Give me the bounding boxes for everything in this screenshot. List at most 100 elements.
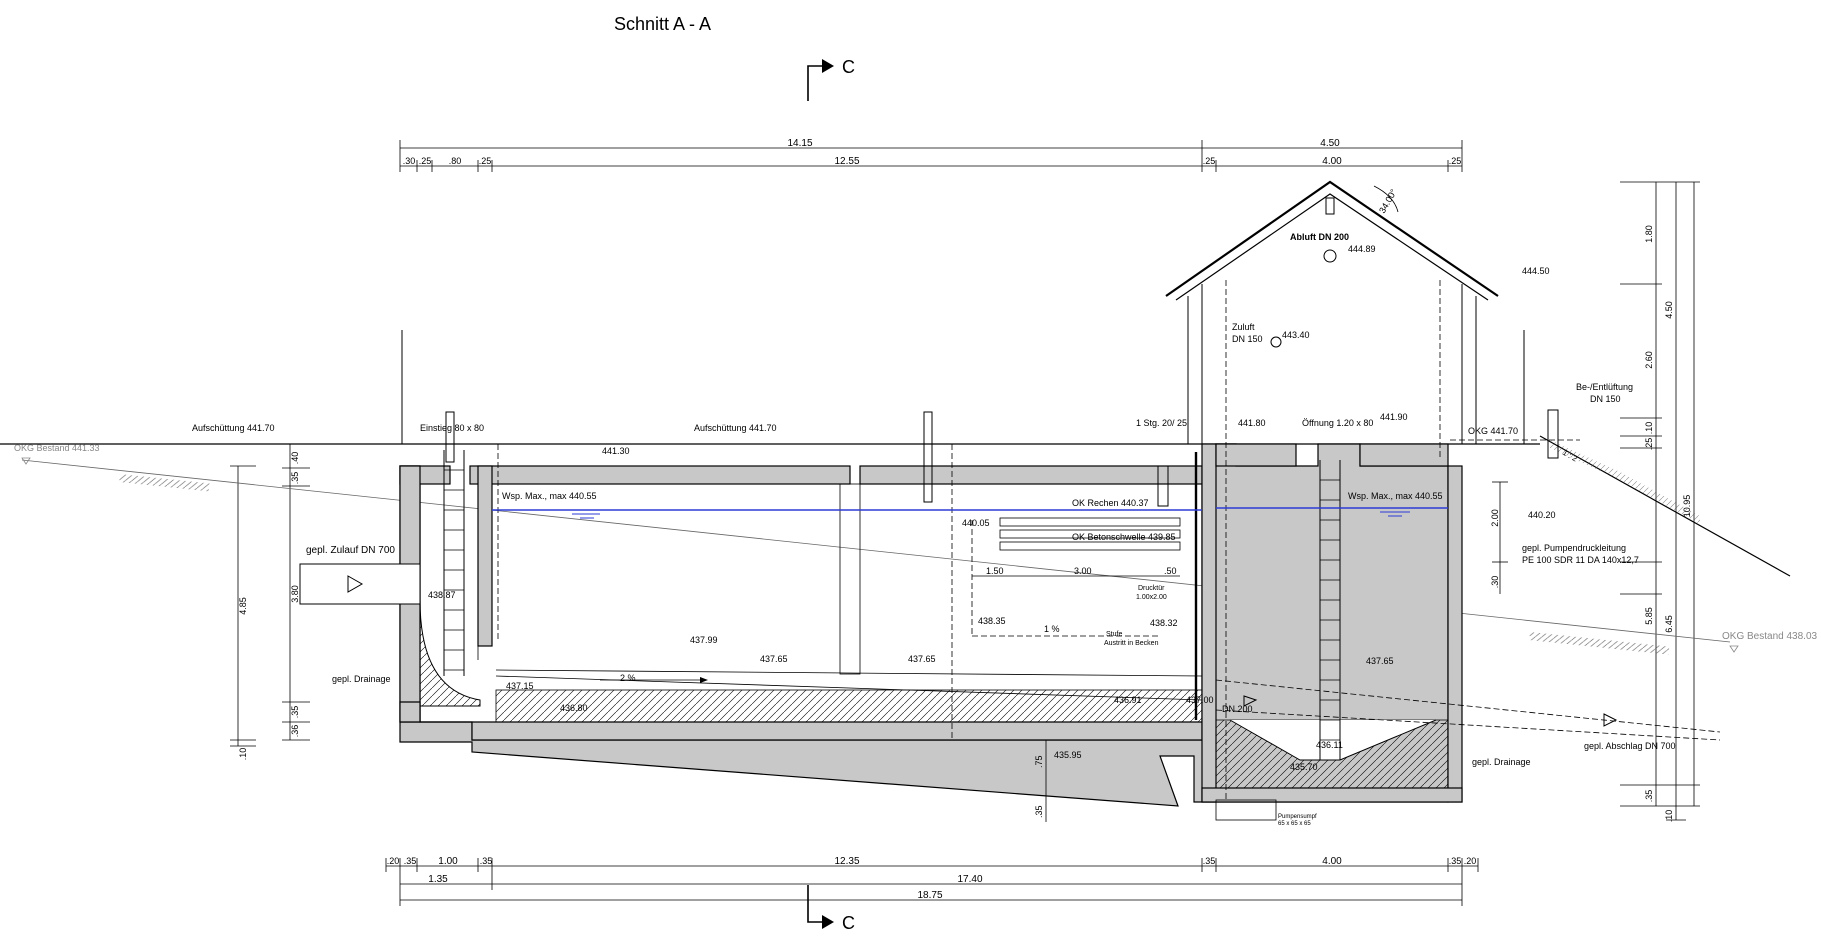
svg-text:OK Betonschwelle 439.85: OK Betonschwelle 439.85 xyxy=(1072,532,1176,542)
svg-text:C: C xyxy=(842,913,855,933)
mid-dimensions: 1.50 3.00 .50 .75 .35 xyxy=(972,566,1180,822)
svg-text:.35: .35 xyxy=(290,472,300,485)
svg-text:435.70: 435.70 xyxy=(1290,762,1318,772)
svg-text:4.85: 4.85 xyxy=(238,597,248,615)
ground-lines: OKG Bestand 441.33 OKG Bestand 438.03 1 … xyxy=(0,435,1818,655)
svg-text:440.20: 440.20 xyxy=(1528,510,1556,520)
ladder-left xyxy=(443,450,465,676)
svg-text:gepl. Drainage: gepl. Drainage xyxy=(332,674,391,684)
svg-text:DN 150: DN 150 xyxy=(1232,334,1263,344)
svg-text:Öffnung 1.20 x 80: Öffnung 1.20 x 80 xyxy=(1302,418,1373,428)
svg-text:17.40: 17.40 xyxy=(957,874,982,885)
tank-structure xyxy=(299,280,1721,821)
svg-text:4.00: 4.00 xyxy=(1322,856,1342,867)
svg-text:OKG Bestand 438.03: OKG Bestand 438.03 xyxy=(1722,631,1818,642)
svg-text:.35: .35 xyxy=(404,856,417,866)
svg-text:Einstieg 80 x 80: Einstieg 80 x 80 xyxy=(420,423,484,433)
svg-text:.40: .40 xyxy=(290,452,300,465)
svg-text:2 %: 2 % xyxy=(620,673,636,683)
svg-text:.36: .36 xyxy=(290,725,300,738)
svg-text:1 Stg. 20/ 25: 1 Stg. 20/ 25 xyxy=(1136,418,1187,428)
svg-text:DN 200: DN 200 xyxy=(1222,704,1253,714)
svg-text:.35: .35 xyxy=(1449,856,1462,866)
svg-text:Abluft DN 200: Abluft DN 200 xyxy=(1290,232,1349,242)
section-marker-top: C xyxy=(807,57,855,101)
svg-text:3.00: 3.00 xyxy=(1074,566,1092,576)
svg-text:1.80: 1.80 xyxy=(1644,225,1654,243)
svg-text:2.00: 2.00 xyxy=(1490,509,1500,527)
svg-text:1.50: 1.50 xyxy=(986,566,1004,576)
svg-text:12.35: 12.35 xyxy=(834,856,859,867)
svg-text:Wsp. Max., max 440.55: Wsp. Max., max 440.55 xyxy=(502,491,597,501)
svg-text:436.91: 436.91 xyxy=(1114,695,1142,705)
svg-text:.35: .35 xyxy=(480,856,493,866)
svg-text:OKG 441.70: OKG 441.70 xyxy=(1468,426,1518,436)
svg-text:.35: .35 xyxy=(290,706,300,719)
svg-text:3.80: 3.80 xyxy=(290,585,300,603)
svg-text:.25: .25 xyxy=(479,156,492,166)
inlet-pipe xyxy=(299,563,421,605)
svg-text:437.65: 437.65 xyxy=(908,654,936,664)
pump-house: 34.00° xyxy=(1165,180,1499,444)
svg-text:Stufe: Stufe xyxy=(1106,631,1122,638)
section-marker-bottom: C xyxy=(807,885,855,933)
svg-text:441.80: 441.80 xyxy=(1238,418,1266,428)
svg-text:Austritt in Becken: Austritt in Becken xyxy=(1104,640,1159,647)
svg-text:.35: .35 xyxy=(1034,805,1044,818)
svg-text:12.55: 12.55 xyxy=(834,156,859,167)
svg-text:438.35: 438.35 xyxy=(978,616,1006,626)
svg-text:436.80: 436.80 xyxy=(560,703,588,713)
svg-text:gepl. Abschlag DN 700: gepl. Abschlag DN 700 xyxy=(1584,741,1676,751)
left-dimensions: .40 .35 3.80 .35 .36 .10 4.85 xyxy=(230,443,310,761)
svg-text:.35: .35 xyxy=(1644,790,1654,803)
svg-text:C: C xyxy=(842,57,855,77)
svg-text:438.87: 438.87 xyxy=(428,590,456,600)
svg-text:.30: .30 xyxy=(403,156,416,166)
svg-text:.80: .80 xyxy=(449,156,462,166)
svg-text:.10: .10 xyxy=(1664,810,1674,823)
svg-text:14.15: 14.15 xyxy=(787,138,812,149)
svg-text:441.30: 441.30 xyxy=(602,446,630,456)
ladder-right xyxy=(1319,460,1341,760)
svg-text:.25: .25 xyxy=(419,156,432,166)
svg-text:Pumpensumpf: Pumpensumpf xyxy=(1278,814,1317,820)
svg-text:1.00: 1.00 xyxy=(438,856,458,867)
svg-text:4.50: 4.50 xyxy=(1664,301,1674,319)
svg-text:.20: .20 xyxy=(1464,856,1477,866)
svg-text:6.45: 6.45 xyxy=(1664,615,1674,633)
svg-text:DN 150: DN 150 xyxy=(1590,394,1621,404)
svg-text:4.50: 4.50 xyxy=(1320,138,1340,149)
svg-text:.75: .75 xyxy=(1034,755,1044,768)
svg-text:18.75: 18.75 xyxy=(917,890,942,901)
right-dimensions: 1.80 4.50 2.60 .10 .25 2.00 .30 5.85 6.4… xyxy=(1490,181,1700,823)
svg-text:OK Rechen 440.37: OK Rechen 440.37 xyxy=(1072,498,1149,508)
rake xyxy=(971,452,1198,720)
svg-text:1 %: 1 % xyxy=(1044,624,1060,634)
svg-text:.30: .30 xyxy=(1490,576,1500,589)
svg-text:.10: .10 xyxy=(1644,422,1654,435)
svg-text:438.32: 438.32 xyxy=(1150,618,1178,628)
svg-text:Aufschüttung 441.70: Aufschüttung 441.70 xyxy=(694,423,777,433)
svg-text:444.50: 444.50 xyxy=(1522,266,1550,276)
bottom-dimensions: .20 .35 1.00 .35 12.35 .35 4.00 .35 .20 … xyxy=(385,856,1479,906)
svg-text:65 x 65 x 65: 65 x 65 x 65 xyxy=(1278,821,1311,827)
svg-text:5.85: 5.85 xyxy=(1644,607,1654,625)
svg-text:gepl. Drainage: gepl. Drainage xyxy=(1472,757,1531,767)
svg-text:1.35: 1.35 xyxy=(428,874,448,885)
svg-text:34.00°: 34.00° xyxy=(1377,187,1399,215)
svg-text:gepl. Zulauf DN 700: gepl. Zulauf DN 700 xyxy=(306,545,395,556)
svg-text:1.00x2.00: 1.00x2.00 xyxy=(1136,594,1167,601)
level-marks: 441.30 441.80 441.90 444.89 443.40 444.5… xyxy=(428,244,1556,772)
svg-text:Drucktür: Drucktür xyxy=(1138,585,1165,592)
svg-text:.10: .10 xyxy=(238,748,248,761)
svg-text:Be-/Entlüftung: Be-/Entlüftung xyxy=(1576,382,1633,392)
drawing-title: Schnitt A - A xyxy=(614,14,711,34)
svg-text:1 : 2: 1 : 2 xyxy=(1561,448,1579,464)
svg-text:2.60: 2.60 xyxy=(1644,351,1654,369)
svg-text:437.99: 437.99 xyxy=(690,635,718,645)
svg-text:440.05: 440.05 xyxy=(962,518,990,528)
svg-text:10.95: 10.95 xyxy=(1682,495,1692,518)
svg-text:.20: .20 xyxy=(387,856,400,866)
top-dimensions: 14.15 4.50 .30 .25 .80 .25 12.55 .25 4.0… xyxy=(399,138,1463,172)
